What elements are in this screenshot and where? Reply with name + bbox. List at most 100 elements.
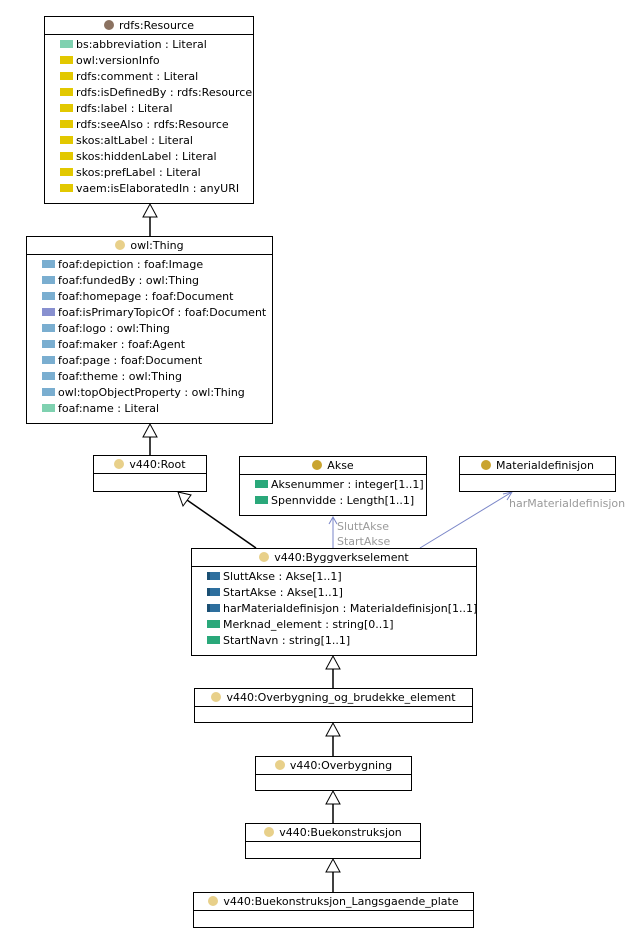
generalization-thing-resource bbox=[142, 202, 158, 236]
class-title: v440:Buekonstruksjon_Langsgaende_plate bbox=[223, 895, 459, 908]
attribute-row[interactable]: StartAkse : Akse[1..1] bbox=[192, 585, 476, 601]
attribute-row[interactable]: foaf:homepage : foaf:Document bbox=[27, 289, 272, 305]
attribute-label: foaf:logo : owl:Thing bbox=[58, 322, 170, 335]
class-title: v440:Overbygning_og_brudekke_element bbox=[226, 691, 456, 704]
attribute-label: SluttAkse : Akse[1..1] bbox=[223, 570, 342, 583]
class-akse[interactable]: Akse Aksenummer : integer[1..1] Spennvidd… bbox=[239, 456, 427, 516]
class-icon bbox=[274, 760, 285, 770]
class-v440-byggverkselement[interactable]: v440:Byggverkselement SluttAkse : Akse[1… bbox=[191, 548, 477, 656]
attribute-label: Aksenummer : integer[1..1] bbox=[271, 478, 424, 491]
edge-label-har-materialdefinisjon: harMaterialdefinisjon bbox=[509, 497, 626, 510]
attribute-row[interactable]: rdfs:label : Literal bbox=[45, 101, 253, 117]
attribute-label: rdfs:label : Literal bbox=[76, 102, 173, 115]
generalization-langsgaende-buekonstruksjon bbox=[325, 857, 341, 892]
attribute-label: Spennvidde : Length[1..1] bbox=[271, 494, 415, 507]
class-header: v440:Overbygning_og_brudekke_element bbox=[195, 689, 472, 707]
association-byggverk-akse bbox=[328, 515, 338, 548]
attribute-label: foaf:homepage : foaf:Document bbox=[58, 290, 234, 303]
attribute-label: Merknad_element : string[0..1] bbox=[223, 618, 394, 631]
class-icon bbox=[481, 460, 492, 470]
attribute-row[interactable]: foaf:logo : owl:Thing bbox=[27, 321, 272, 337]
data-property-icon bbox=[207, 620, 220, 628]
object-property-icon bbox=[42, 340, 55, 348]
attribute-row[interactable]: rdfs:comment : Literal bbox=[45, 69, 253, 85]
class-v440-buekonstruksjon[interactable]: v440:Buekonstruksjon bbox=[245, 823, 421, 859]
relation-property-icon bbox=[207, 588, 220, 596]
attribute-row[interactable]: Aksenummer : integer[1..1] bbox=[240, 477, 426, 493]
attribute-row[interactable]: rdfs:isDefinedBy : rdfs:Resource bbox=[45, 85, 253, 101]
class-v440-root[interactable]: v440:Root bbox=[93, 455, 207, 492]
attribute-row[interactable]: vaem:isElaboratedIn : anyURI bbox=[45, 181, 253, 197]
annotation-property-icon bbox=[60, 104, 73, 112]
annotation-property-icon bbox=[60, 72, 73, 80]
object-property-icon bbox=[42, 372, 55, 380]
class-v440-buekonstruksjon-langsgaende-plate[interactable]: v440:Buekonstruksjon_Langsgaende_plate bbox=[193, 892, 474, 928]
attribute-row[interactable]: foaf:maker : foaf:Agent bbox=[27, 337, 272, 353]
object-property-icon bbox=[42, 292, 55, 300]
attribute-row[interactable]: Spennvidde : Length[1..1] bbox=[240, 493, 426, 509]
class-title: owl:Thing bbox=[130, 239, 184, 252]
literal-property-icon bbox=[42, 404, 55, 412]
data-property-icon bbox=[255, 496, 268, 504]
attribute-label: foaf:isPrimaryTopicOf : foaf:Document bbox=[58, 306, 267, 319]
object-property-icon bbox=[42, 388, 55, 396]
class-title: v440:Root bbox=[129, 458, 186, 471]
generalization-overbygning-element bbox=[325, 721, 341, 756]
attribute-row[interactable]: foaf:page : foaf:Document bbox=[27, 353, 272, 369]
object-property-icon bbox=[42, 324, 55, 332]
class-title: v440:Buekonstruksjon bbox=[279, 826, 402, 839]
class-header: Materialdefinisjon bbox=[460, 457, 615, 475]
class-title: Materialdefinisjon bbox=[496, 459, 594, 472]
class-header: v440:Root bbox=[94, 456, 206, 474]
attribute-label: rdfs:seeAlso : rdfs:Resource bbox=[76, 118, 229, 131]
relation-property-icon bbox=[207, 604, 220, 612]
attribute-label: skos:altLabel : Literal bbox=[76, 134, 193, 147]
attribute-row[interactable]: owl:topObjectProperty : owl:Thing bbox=[27, 385, 272, 401]
attribute-row[interactable]: SluttAkse : Akse[1..1] bbox=[192, 569, 476, 585]
class-header: owl:Thing bbox=[27, 237, 272, 255]
attribute-row[interactable]: foaf:theme : owl:Thing bbox=[27, 369, 272, 385]
attribute-row[interactable]: skos:hiddenLabel : Literal bbox=[45, 149, 253, 165]
class-icon bbox=[259, 552, 270, 562]
class-v440-overbygning[interactable]: v440:Overbygning bbox=[255, 756, 412, 791]
annotation-property-icon bbox=[60, 56, 73, 64]
generalization-overbygning-element-byggverk bbox=[325, 654, 341, 688]
attribute-row[interactable]: skos:altLabel : Literal bbox=[45, 133, 253, 149]
generalization-byggverk-root bbox=[177, 491, 257, 549]
class-title: v440:Byggverkselement bbox=[274, 551, 409, 564]
object_alt-property-icon bbox=[42, 308, 55, 316]
attribute-row[interactable]: Merknad_element : string[0..1] bbox=[192, 617, 476, 633]
class-materialdefinisjon[interactable]: Materialdefinisjon bbox=[459, 456, 616, 492]
attribute-row[interactable]: owl:versionInfo bbox=[45, 53, 253, 69]
relation-property-icon bbox=[207, 572, 220, 580]
class-title: Akse bbox=[327, 459, 354, 472]
attribute-label: vaem:isElaboratedIn : anyURI bbox=[76, 182, 240, 195]
attribute-row[interactable]: bs:abbreviation : Literal bbox=[45, 37, 253, 53]
class-icon bbox=[115, 240, 126, 250]
class-title: v440:Overbygning bbox=[289, 759, 393, 772]
attribute-row[interactable]: foaf:isPrimaryTopicOf : foaf:Document bbox=[27, 305, 272, 321]
attribute-row[interactable]: StartNavn : string[1..1] bbox=[192, 633, 476, 649]
class-icon bbox=[211, 692, 222, 702]
edge-label-slutt-akse: SluttAkse bbox=[337, 520, 390, 533]
attribute-row[interactable]: skos:prefLabel : Literal bbox=[45, 165, 253, 181]
object-property-icon bbox=[42, 260, 55, 268]
attribute-row[interactable]: rdfs:seeAlso : rdfs:Resource bbox=[45, 117, 253, 133]
attribute-row[interactable]: harMaterialdefinisjon : Materialdefinisj… bbox=[192, 601, 478, 617]
class-title: rdfs:Resource bbox=[118, 19, 195, 32]
attribute-row[interactable]: foaf:fundedBy : owl:Thing bbox=[27, 273, 272, 289]
class-header: rdfs:Resource bbox=[45, 17, 253, 35]
association-byggverk-materialdefinisjon bbox=[419, 491, 514, 549]
class-icon bbox=[208, 896, 219, 906]
attribute-label: foaf:fundedBy : owl:Thing bbox=[58, 274, 200, 287]
attribute-label: harMaterialdefinisjon : Materialdefinisj… bbox=[223, 602, 478, 615]
class-v440-overbygning-og-brudekke-element[interactable]: v440:Overbygning_og_brudekke_element bbox=[194, 688, 473, 723]
attribute-label: rdfs:comment : Literal bbox=[76, 70, 199, 83]
attribute-row[interactable]: foaf:name : Literal bbox=[27, 401, 272, 417]
annotation-property-icon bbox=[60, 168, 73, 176]
attribute-row[interactable]: foaf:depiction : foaf:Image bbox=[27, 257, 272, 273]
